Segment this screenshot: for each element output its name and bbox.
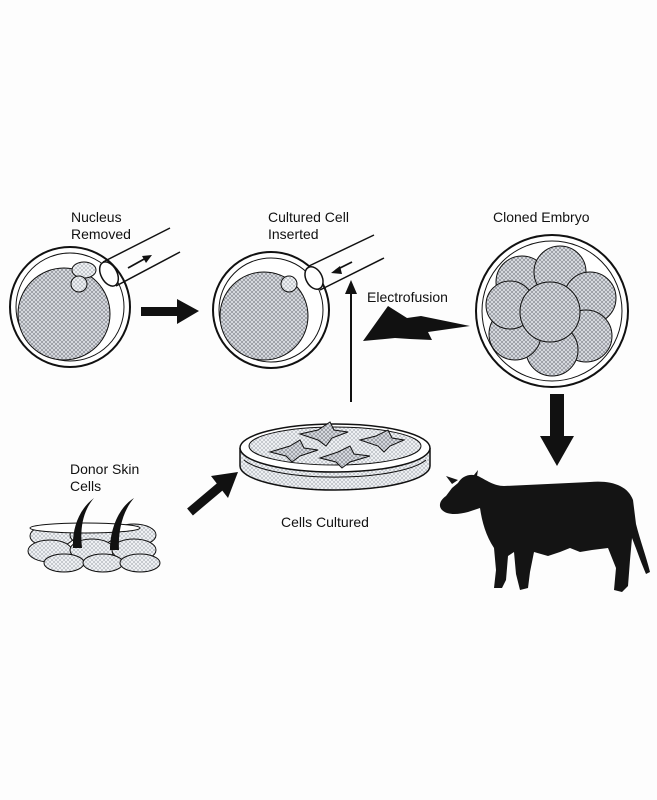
micropipette-inserting <box>304 234 385 291</box>
petri-dish <box>239 421 431 491</box>
label-cultured-cell-inserted-line1: Cultured Cell <box>268 209 349 225</box>
label-cultured-cell-inserted-line2: Inserted <box>268 226 319 242</box>
micropipette-removing <box>98 227 181 287</box>
label-electrofusion: Electrofusion <box>367 289 448 305</box>
lightning-bolt-icon <box>363 306 470 341</box>
arrow-to-insertion <box>141 299 199 324</box>
label-nucleus-removed-line2: Removed <box>71 226 131 242</box>
cloned-cow <box>439 470 650 592</box>
cloned-embryo <box>475 234 629 388</box>
arrow-to-cow <box>540 394 574 466</box>
donor-skin-cells <box>27 498 161 573</box>
label-donor-skin-cells-line2: Cells <box>70 478 102 494</box>
egg-cell-cell-inserted <box>212 251 330 369</box>
label-cloned-embryo: Cloned Embryo <box>493 209 590 225</box>
label-nucleus-removed: Nucleus Removed <box>71 209 131 243</box>
label-donor-skin-cells-line1: Donor Skin <box>70 461 140 477</box>
arrow-cultured-to-insert <box>345 280 357 402</box>
label-donor-skin-cells: Donor Skin Cells <box>70 461 139 495</box>
label-nucleus-removed-line1: Nucleus <box>71 209 122 225</box>
label-cultured-cell-inserted: Cultured Cell Inserted <box>268 209 349 243</box>
label-cells-cultured: Cells Cultured <box>281 514 369 530</box>
egg-cell-nucleus-removed <box>9 246 131 368</box>
arrow-to-dish <box>187 472 238 516</box>
